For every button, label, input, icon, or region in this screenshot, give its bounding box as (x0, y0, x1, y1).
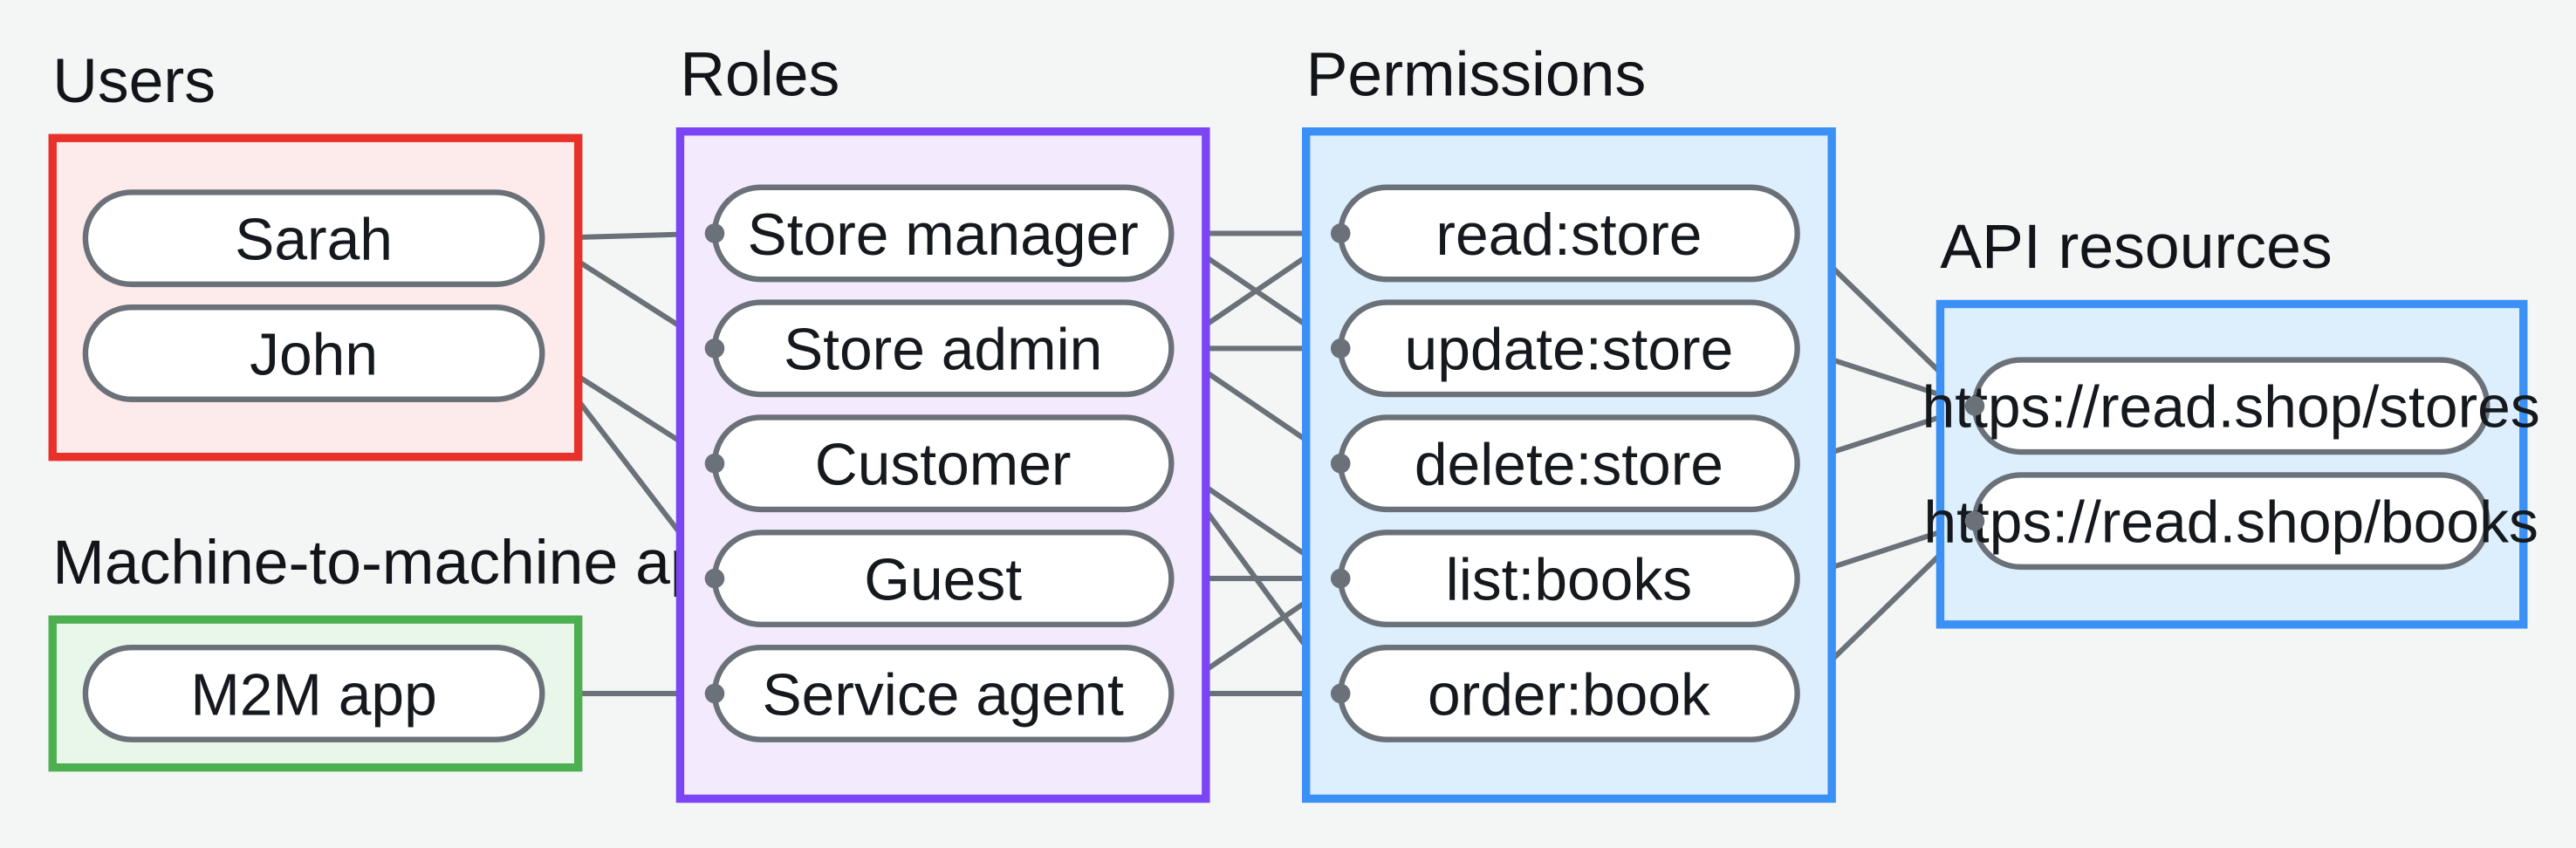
node-label-john: John (250, 322, 378, 387)
node-customer[interactable]: Customer (711, 414, 1175, 513)
node-read_store[interactable]: read:store (1338, 184, 1800, 283)
group-permissions: Permissions read:store update:store delete:… (1302, 39, 1836, 804)
node-res_stores[interactable]: https://read.shop/stores (1922, 357, 2540, 455)
edge-endpoint-res_books (1964, 510, 1985, 531)
group-box-api_resources (1935, 299, 2528, 629)
node-label-store_admin: Store admin (784, 318, 1102, 383)
group-api_resources: API resources https://read.shop/stores htt… (1922, 212, 2540, 629)
node-label-m2mapp: M2M app (190, 662, 436, 728)
edge-endpoint-store_manager (704, 223, 725, 243)
node-label-order_book: order:book (1428, 662, 1710, 728)
node-label-update_store: update:store (1405, 318, 1734, 383)
edge-endpoint-customer (704, 453, 725, 474)
edge-endpoint-guest (704, 568, 725, 589)
node-service_agent[interactable]: Service agent (711, 644, 1175, 742)
edge-endpoint-store_admin (704, 339, 725, 359)
edge-endpoint-update_store (1330, 339, 1351, 359)
node-label-sarah: Sarah (235, 208, 393, 273)
node-sarah[interactable]: Sarah (82, 189, 545, 288)
node-label-res_stores: https://read.shop/stores (1922, 375, 2540, 441)
edge-endpoint-res_stores (1964, 395, 1985, 416)
group-label-users: Users (52, 46, 216, 116)
node-store_manager[interactable]: Store manager (711, 184, 1175, 283)
node-john[interactable]: John (82, 304, 545, 402)
node-label-store_manager: Store manager (748, 202, 1139, 268)
node-label-delete_store: delete:store (1415, 433, 1723, 498)
edge-endpoint-delete_store (1330, 453, 1351, 474)
edge-endpoint-service_agent (704, 683, 725, 704)
node-shape-john[interactable] (82, 304, 545, 402)
node-shape-sarah[interactable] (82, 189, 545, 288)
group-label-api_resources: API resources (1940, 212, 2332, 282)
node-guest[interactable]: Guest (711, 530, 1175, 628)
node-label-guest: Guest (864, 547, 1022, 612)
group-box-users (48, 133, 583, 462)
node-label-service_agent: Service agent (762, 662, 1124, 728)
node-label-customer: Customer (815, 433, 1072, 498)
group-label-m2m: Machine-to-machine apps (52, 528, 771, 598)
node-m2mapp[interactable]: M2M app (82, 644, 545, 742)
node-label-list_books: list:books (1446, 547, 1692, 612)
node-shape-m2mapp[interactable] (82, 644, 545, 742)
node-res_books[interactable]: https://read.shop/books (1923, 472, 2538, 571)
node-label-res_books: https://read.shop/books (1923, 490, 2538, 556)
node-order_book[interactable]: order:book (1338, 644, 1800, 742)
node-label-read_store: read:store (1435, 202, 1702, 268)
group-label-roles: Roles (680, 39, 839, 109)
edge-endpoint-list_books (1330, 568, 1351, 589)
edge-endpoint-read_store (1330, 223, 1351, 243)
group-label-permissions: Permissions (1306, 39, 1647, 109)
node-list_books[interactable]: list:books (1338, 530, 1800, 628)
endpoints-layer (704, 223, 1985, 704)
node-update_store[interactable]: update:store (1338, 299, 1800, 398)
node-delete_store[interactable]: delete:store (1338, 414, 1800, 513)
node-store_admin[interactable]: Store admin (711, 299, 1175, 398)
edge-endpoint-order_book (1330, 683, 1351, 704)
